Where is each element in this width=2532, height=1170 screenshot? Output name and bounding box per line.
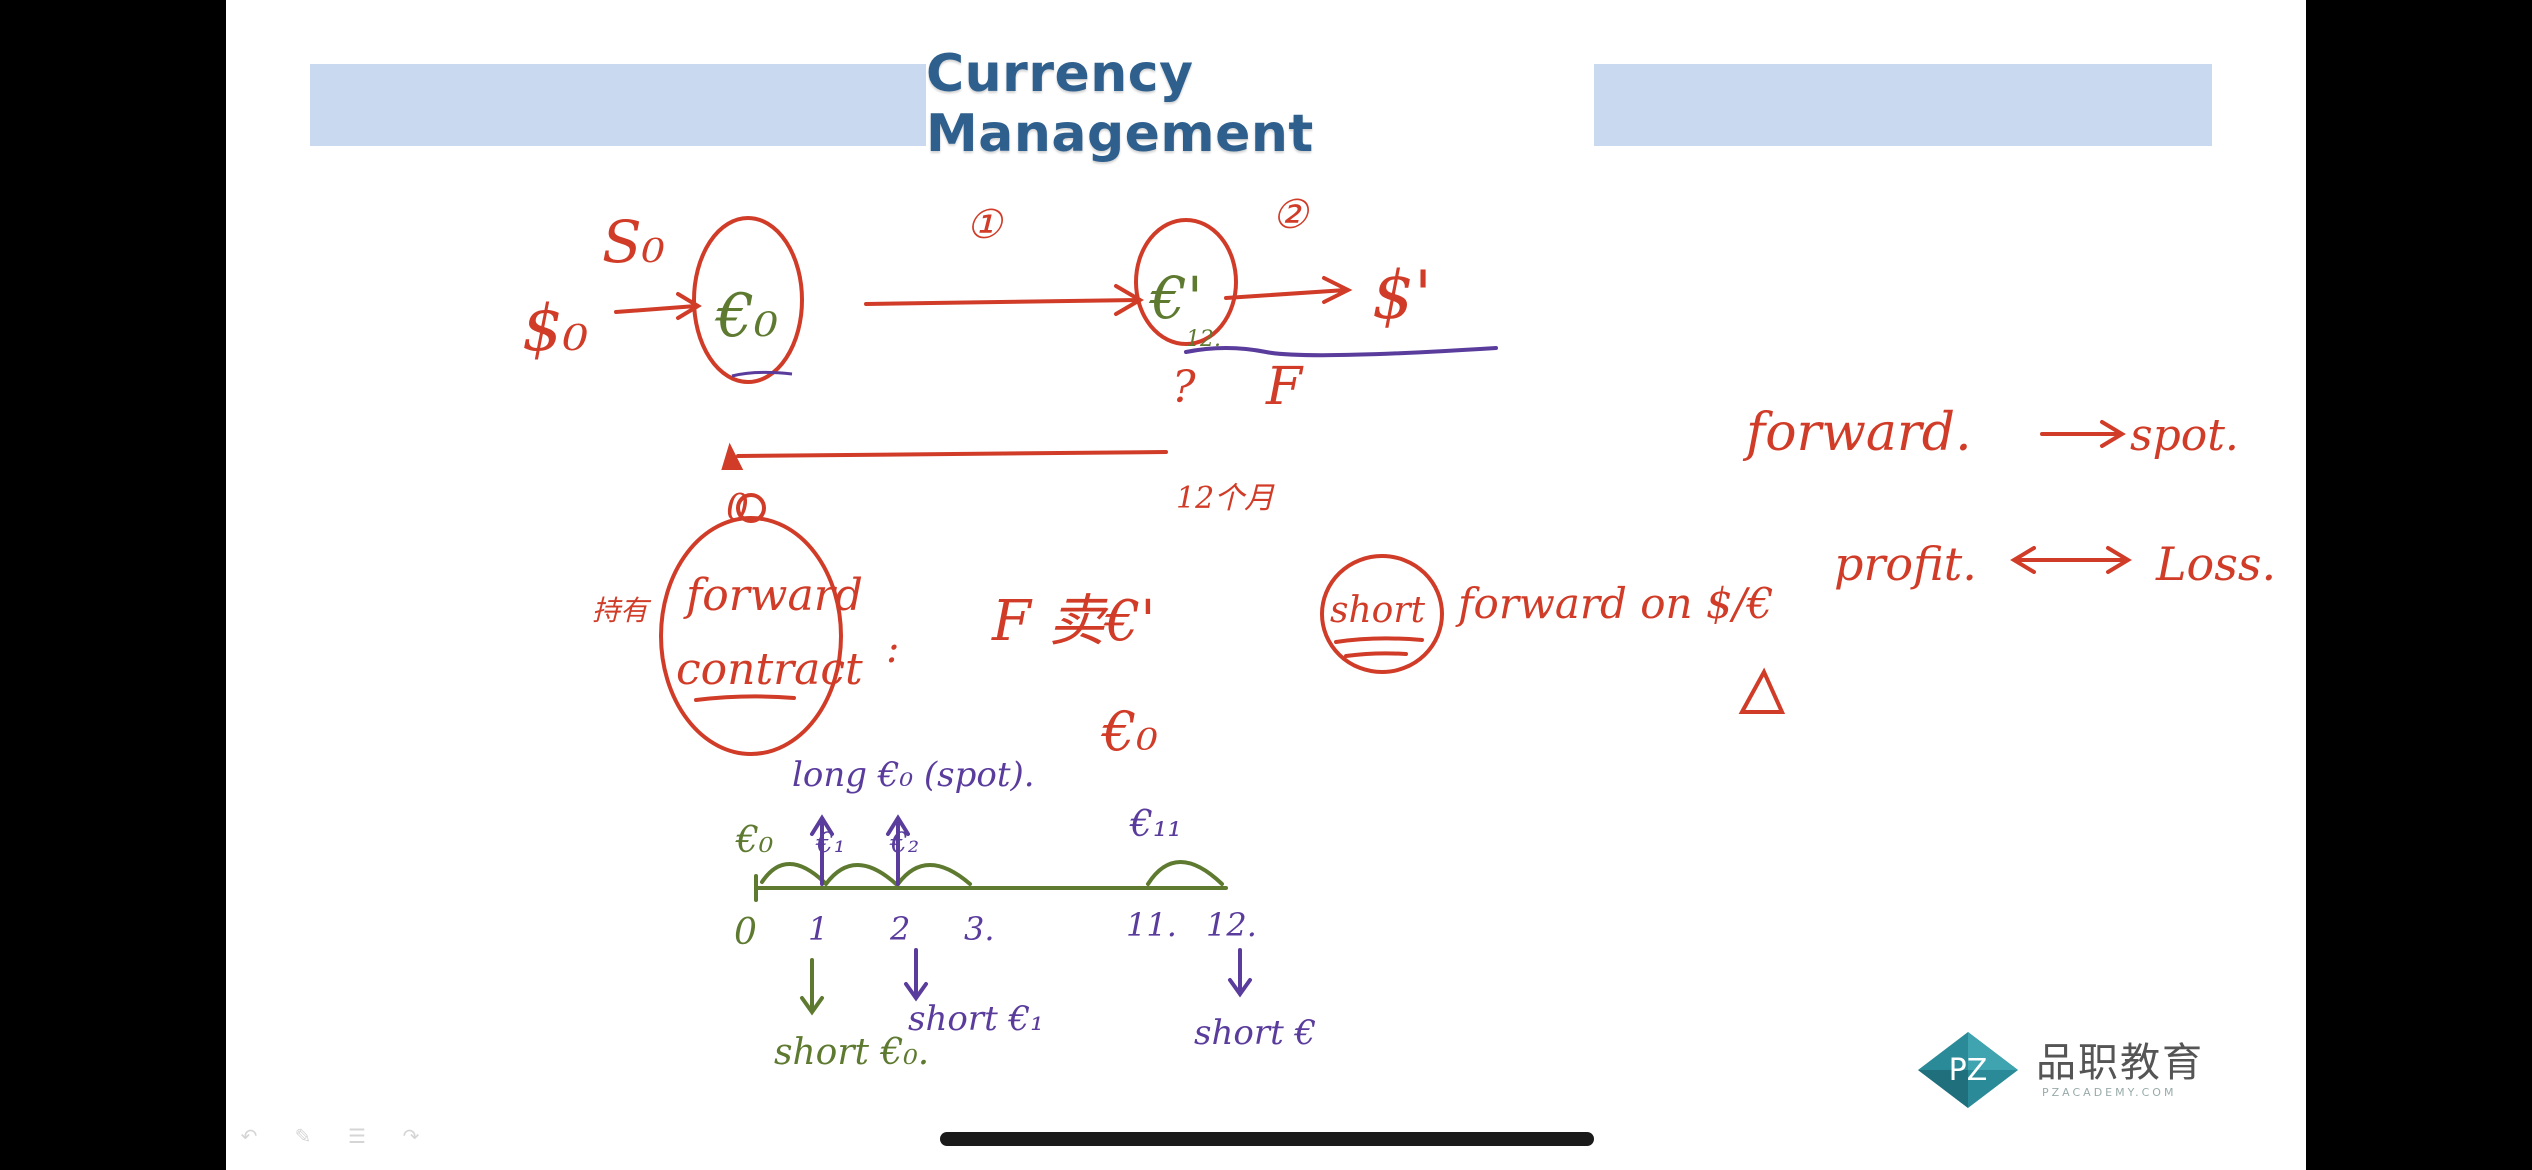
ink-euro-prime: €' (1148, 264, 1203, 332)
ink-timeline-end: 12个月 (1176, 481, 1275, 516)
ink-dollar-prime: $' (1372, 257, 1432, 334)
ink-profit: profit. (1834, 537, 1977, 591)
handwritten-annotations: $₀ S₀ ① ② $' ? F 0 12个月 持有 forward contr… (522, 192, 2276, 1073)
ink-forward-word: forward (683, 570, 863, 621)
title-bar-left (310, 64, 926, 146)
ink-short-last: short € (1194, 1013, 1316, 1053)
ink-euro-zero-again: €₀ (1100, 700, 1158, 763)
ink-f-label: F (1265, 357, 1304, 417)
home-indicator[interactable] (940, 1132, 1594, 1146)
ink-long-label: long €₀ (spot). (792, 755, 1035, 795)
ink-short-word: short (1330, 590, 1426, 631)
timeline-top-line (736, 450, 1168, 458)
circle-zero-marker (736, 493, 766, 523)
logo-name: 品职教育 (2036, 1040, 2204, 1086)
ink-timeline-start: 0 (726, 488, 749, 529)
company-logo: PZ 品职教育 PZACADEMY.COM (1916, 1022, 2236, 1114)
ink-tick-3: 3. (964, 910, 995, 948)
annotation-toolbar: ↶ ✎ ☰ ↷ (236, 1126, 424, 1148)
arrow-step-one (864, 284, 1144, 316)
menu-icon[interactable]: ☰ (348, 1126, 366, 1148)
ink-short-one: short €₁ (908, 999, 1044, 1039)
ink-tick-2: 2 (889, 910, 910, 948)
circle-forward-contract (659, 516, 843, 756)
logo-url: PZACADEMY.COM (2042, 1086, 2177, 1099)
ink-short-rest: forward on $/€ (1455, 579, 1774, 628)
ink-forward-spot-right: spot. (2130, 410, 2239, 461)
ink-step-two: ② (1272, 192, 1310, 238)
ink-dollar-zero: $₀ (522, 292, 588, 366)
ink-step-one: ① (966, 202, 1004, 248)
circle-short (1320, 554, 1444, 674)
ink-colon: : (886, 626, 899, 672)
underline-f (1184, 346, 1498, 358)
svg-text:PZ: PZ (1949, 1053, 1988, 1088)
arrow-dollar-to-euro (614, 292, 702, 320)
ink-short-zero: short €₀. (774, 1032, 929, 1073)
ink-forward-spot-left: forward. (1742, 403, 1972, 463)
ink-tick-12: 12. (1206, 906, 1257, 944)
pen-icon[interactable]: ✎ (294, 1126, 312, 1148)
ink-loss: Loss. (2155, 537, 2276, 591)
ink-euro-sub: 12. (1186, 327, 1221, 352)
ink-tick-0: 0 (734, 912, 757, 953)
ink-contract-word: contract (676, 644, 863, 695)
ink-prefix: 持有 (592, 594, 652, 627)
ink-tick-euro-zero: €₀ (735, 820, 773, 861)
pz-diamond-icon: PZ (1918, 1032, 2018, 1108)
ink-tick-euro-one: €₁ (815, 826, 845, 859)
redo-icon[interactable]: ↷ (402, 1126, 420, 1148)
ink-s-zero: S₀ (602, 208, 665, 276)
arrow-step-two (1224, 276, 1353, 304)
circle-euro-prime (1134, 218, 1238, 346)
ink-tick-1: 1 (808, 910, 828, 948)
ink-question: ? (1172, 362, 1196, 413)
ink-euro-zero: €₀ (714, 281, 778, 351)
slide: Currency Management (226, 0, 2306, 1170)
arrow-forward-spot (2040, 420, 2126, 448)
arrow-profit-loss (2010, 546, 2132, 574)
circle-euro-zero (692, 216, 804, 384)
title-bar-right (1594, 64, 2212, 146)
undo-icon[interactable]: ↶ (240, 1126, 258, 1148)
ink-tick-euro-eleven: €₁₁ (1129, 804, 1182, 845)
ink-tick-euro-two: €₂ (889, 826, 919, 859)
ink-f-equation: F 卖€' (991, 589, 1156, 654)
ink-tick-11: 11. (1126, 906, 1177, 944)
